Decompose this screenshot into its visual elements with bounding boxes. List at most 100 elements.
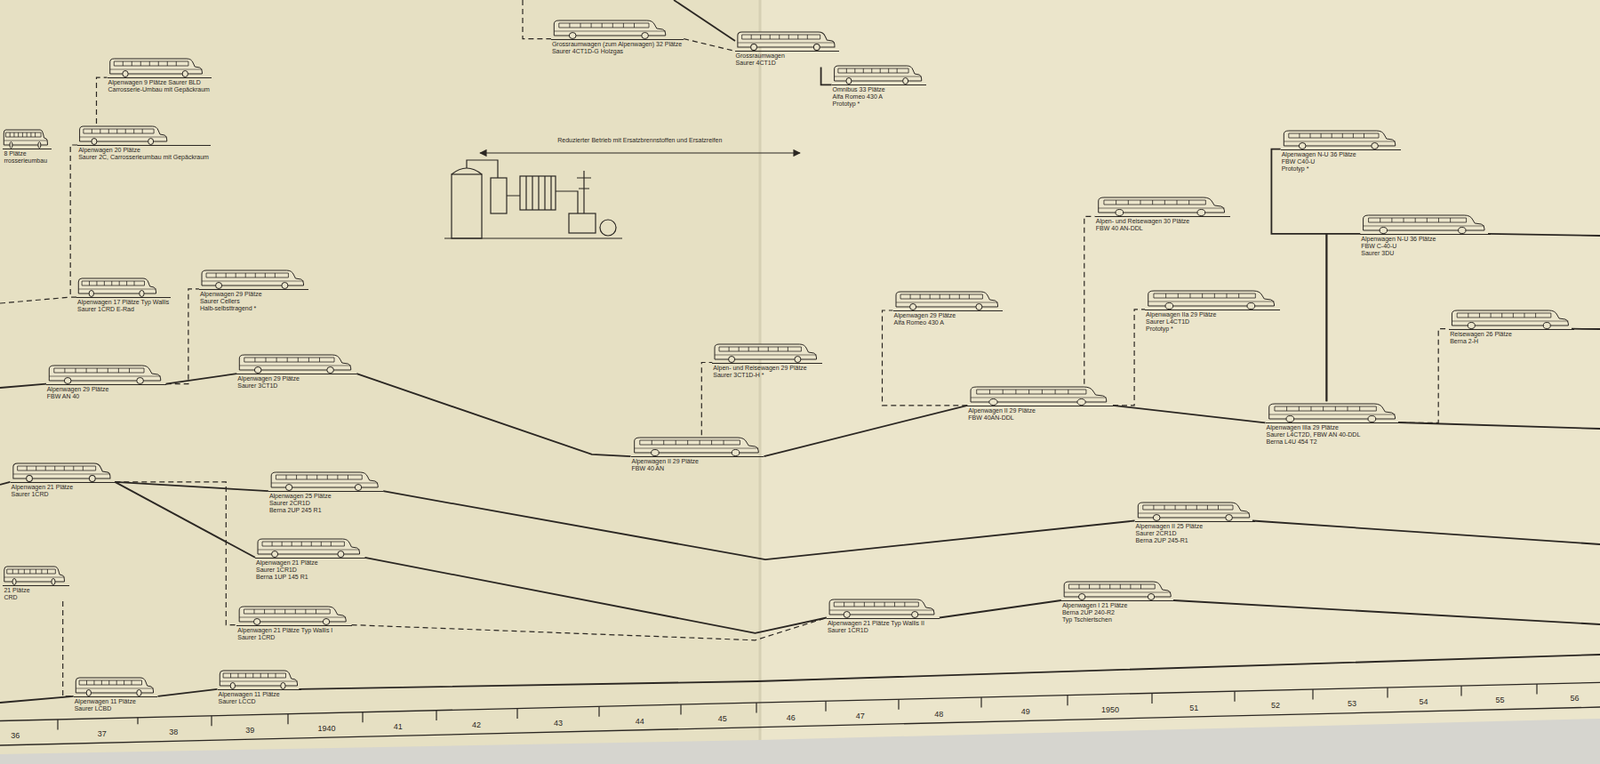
bus-drawing (240, 354, 352, 374)
bus-drawing (829, 599, 935, 618)
lineage-line (352, 617, 827, 640)
axis-bottom-line (0, 706, 1600, 745)
vehicle-label: Prototyp * (832, 100, 925, 108)
bus-drawing (257, 538, 360, 558)
right-page (760, 0, 1600, 764)
bus-icon (236, 603, 349, 625)
year-label: 1950 (1101, 705, 1120, 715)
bus-icon (1095, 194, 1228, 216)
vehicle-label: Saurer 1CR1D (827, 626, 938, 634)
vehicle-entry: Alpenwagen 17 Plätze Typ WallisSaurer 1C… (76, 275, 171, 313)
entry-underline: Alpenwagen IIIa 29 PlätzeSaurer L4CT2D, … (1265, 422, 1401, 446)
vehicle-label: Alpenwagen IIa 29 Plätze (1145, 311, 1279, 319)
lineage-line (1398, 422, 1600, 429)
year-label: 53 (1347, 699, 1357, 709)
vehicle-label: Alpenwagen N-U 36 Plätze (1281, 151, 1400, 159)
bus-icon (2, 563, 66, 585)
entry-underline: Alpenwagen I 21 PlätzeBerna 2UP 240-R2Ty… (1061, 600, 1176, 624)
valve-post (576, 170, 592, 214)
lineage-line (0, 696, 74, 703)
bus-drawing (1148, 290, 1275, 310)
bus-drawing (1064, 581, 1171, 600)
lineage-line (701, 362, 712, 436)
vehicle-label: Halb-selbsttragend * (200, 304, 308, 312)
vehicle-label: rrosserieumbau (3, 157, 50, 165)
vehicle-label: Saurer 1CRD (11, 490, 114, 498)
lineage-line (0, 384, 47, 388)
lineage-line (939, 600, 1062, 618)
table-surface (0, 718, 1600, 764)
vehicle-label: Saurer Cellers (200, 297, 308, 305)
lineage-line (157, 688, 217, 696)
lineage-line (1400, 328, 1450, 424)
vehicle-entry: Alpenwagen II 29 PlätzeFBW 40AN-DDL (967, 384, 1113, 422)
bus-drawing (78, 278, 156, 297)
year-label: 45 (718, 714, 728, 724)
lineage-line (1173, 600, 1600, 624)
vehicle-entry: Alpenwagen 21 PlätzeSaurer 1CRD (10, 460, 116, 498)
vehicle-label: Alpenwagen 29 Plätze (200, 290, 308, 298)
vehicle-label: Berna 1UP 145 R1 (256, 573, 364, 581)
filter-box (490, 177, 507, 214)
gas-pipe (466, 160, 498, 178)
bus-icon (832, 63, 924, 85)
vehicle-entry: Alpenwagen 29 PlätzeSaurer 3CT1D (236, 352, 357, 390)
lineage-line (96, 77, 108, 124)
vehicle-label: Alfa Romeo 430 A (894, 319, 1002, 327)
entry-underline: 21 PlätzeCRD (2, 584, 69, 601)
entry-underline: Alpenwagen 29 PlätzeAlfa Romeo 430 A (893, 310, 1004, 327)
lineage-line (166, 288, 200, 384)
bus-drawing (970, 386, 1107, 406)
lineage-line (522, 0, 552, 40)
entry-underline: Alpenwagen N-U 36 PlätzeFBW C-40-USaurer… (1360, 233, 1491, 257)
vehicle-label: Grossraumwagen (zum Alpenwagen) 32 Plätz… (552, 40, 682, 48)
vehicle-entry: Alpenwagen 21 Plätze Typ Wallis IISaurer… (826, 596, 940, 634)
bus-drawing (201, 270, 304, 289)
vehicle-entry: Alpenwagen 11 PlätzeSaurer LCCD (217, 667, 303, 705)
lineage-line (1112, 309, 1145, 406)
vehicle-entry: Alpenwagen 20 PlätzeSaurer 2C, Carrosser… (77, 123, 211, 161)
bus-icon (236, 352, 354, 374)
bus-drawing (109, 58, 202, 78)
lineage-line (821, 66, 832, 85)
vehicle-label: Alpenwagen 21 Plätze (11, 483, 114, 491)
vehicle-entry: Alpenwagen I 21 PlätzeBerna 2UP 240-R2Ty… (1061, 578, 1176, 624)
bus-icon (893, 288, 1001, 311)
bus-drawing (75, 677, 153, 696)
bus-drawing (1268, 403, 1395, 423)
vehicle-entry: 8 Plätzerrosserieumbau (2, 127, 52, 165)
vehicle-label: FBW 40AN-DDL (968, 414, 1112, 422)
period-arrow (480, 152, 800, 153)
vehicle-label: Berna 2UP 245 R1 (269, 506, 382, 514)
entry-underline: Alpenwagen N-U 36 PlätzeFBW C40-UPrototy… (1280, 149, 1401, 173)
lineage-line (70, 144, 78, 297)
entry-underline: Alpen- und Reisewagen 30 PlätzeFBW 40 AN… (1095, 216, 1231, 232)
lineage-line (365, 557, 827, 633)
bus-icon (76, 275, 159, 297)
vehicle-label: Saurer 3DU (1360, 249, 1489, 257)
year-label: 39 (245, 726, 255, 736)
bus-icon (1061, 578, 1174, 600)
vehicle-label: Berna 2-H (1449, 337, 1573, 345)
bus-icon (46, 362, 164, 384)
year-label: 36 (10, 731, 20, 741)
bus-drawing (1283, 130, 1395, 150)
vehicle-label: FBW C-40-U (1360, 242, 1489, 250)
vehicle-label: Berna 2UP 245-R1 (1136, 536, 1254, 544)
year-label: 38 (168, 728, 178, 737)
bus-icon (1360, 212, 1488, 234)
bus-icon (1448, 307, 1572, 329)
lineage-line (63, 600, 74, 696)
vehicle-entry: Alpen- und Reisewagen 30 PlätzeFBW 40 AN… (1095, 194, 1231, 232)
year-label: 41 (393, 722, 403, 732)
generator-cylinder (451, 174, 482, 239)
entry-underline: Alpenwagen 21 PlätzeSaurer 1CR1DBerna 1U… (255, 557, 366, 581)
vehicle-entry: Alpenwagen 29 PlätzeAlfa Romeo 430 A (893, 288, 1004, 327)
vehicle-entry: Omnibus 33 PlätzeAlfa Romeo 430 APrototy… (832, 63, 927, 108)
entry-underline: Alpenwagen II 25 PlätzeSaurer 2CR1DBerna… (1135, 520, 1256, 544)
lineage-line (673, 0, 736, 41)
year-label: 56 (1569, 694, 1579, 704)
vehicle-label: Berna L4U 454 T2 (1266, 438, 1400, 446)
vehicle-label: Alpenwagen 21 Plätze Typ Wallis II (827, 619, 938, 627)
bus-drawing (48, 365, 160, 384)
